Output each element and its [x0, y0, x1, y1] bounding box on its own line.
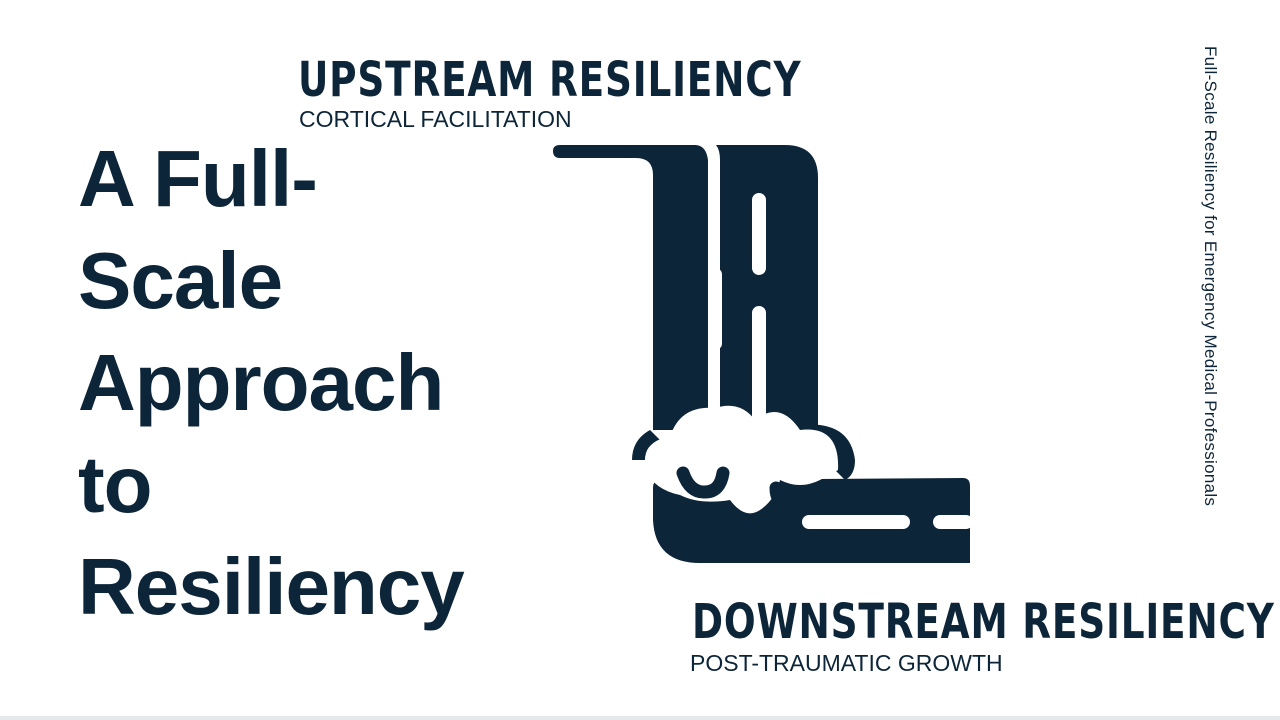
title-line: A Full-: [78, 134, 318, 223]
slide-title: A Full- Scale Approach to Resiliency: [78, 128, 518, 638]
downstream-subheading: POST-TRAUMATIC GROWTH: [690, 650, 1003, 676]
title-line: to: [78, 440, 153, 529]
upstream-subheading: CORTICAL FACILITATION: [299, 106, 572, 132]
downstream-heading: DOWNSTREAM RESILIENCY: [692, 594, 1275, 650]
title-line: Approach: [78, 338, 444, 427]
title-line: Scale: [78, 236, 283, 325]
upstream-heading: UPSTREAM RESILIENCY: [298, 52, 802, 108]
slide-bottom-border: [0, 716, 1280, 720]
title-line: Resiliency: [78, 542, 465, 631]
